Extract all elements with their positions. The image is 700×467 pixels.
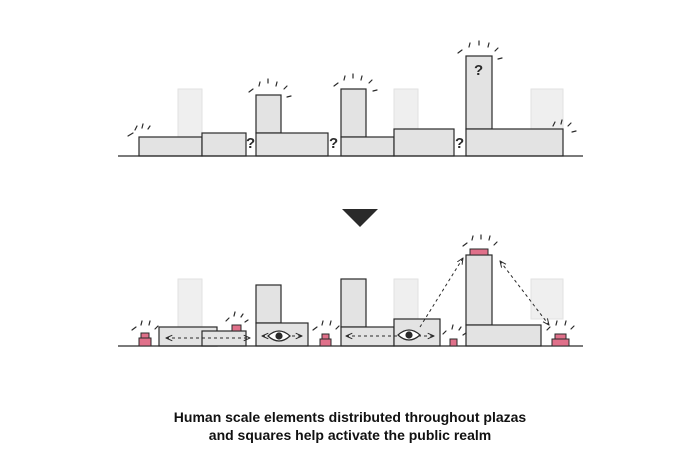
spark-icon [442,324,467,336]
question-mark: ? [329,135,338,152]
human-scale-element [469,248,489,256]
ghost-tower [177,278,203,328]
spark-icon [457,40,503,60]
human-scale-element [449,338,458,347]
spark-icon [552,119,577,133]
sightline-arrow [500,261,549,325]
ghost-tower [530,88,564,130]
question-mark: ? [455,135,464,152]
after-diagram [118,234,583,347]
spark-icon [248,78,292,98]
spark-icon [127,123,151,137]
down-triangle-icon [342,209,378,227]
spark-icon [225,311,249,323]
spark-icon [333,73,378,92]
spark-icon [546,320,575,331]
tall-tower [465,254,493,326]
diagram-caption: Human scale elements distributed through… [0,408,700,444]
ghost-tower [530,278,564,320]
before-diagram: ? ? ? ? [118,40,583,157]
question-mark: ? [246,135,255,152]
ghost-tower [393,88,419,130]
tower [255,94,282,134]
human-scale-element [319,333,332,347]
ghost-tower [393,278,419,320]
tower [340,88,367,138]
caption-line-1: Human scale elements distributed through… [173,409,527,425]
tower [340,278,367,328]
human-scale-element [551,333,570,347]
spark-icon [131,320,159,331]
podium [465,128,564,157]
podium [465,324,542,347]
low-building [201,132,247,157]
caption-line-2: and squares help activate the public rea… [208,427,492,443]
eye-icon [397,329,421,341]
tower [255,284,282,324]
ghost-tower [177,88,203,138]
low-building [138,136,203,157]
tall-tower [465,55,493,130]
human-scale-element [231,324,242,332]
question-mark: ? [474,62,483,79]
low-building [340,136,395,157]
low-building [393,128,455,157]
sightline-arrow [419,258,463,328]
podium [255,132,329,157]
eye-icon [267,330,291,342]
spark-icon [312,320,340,331]
human-scale-element [138,332,152,347]
spark-icon [462,234,498,247]
